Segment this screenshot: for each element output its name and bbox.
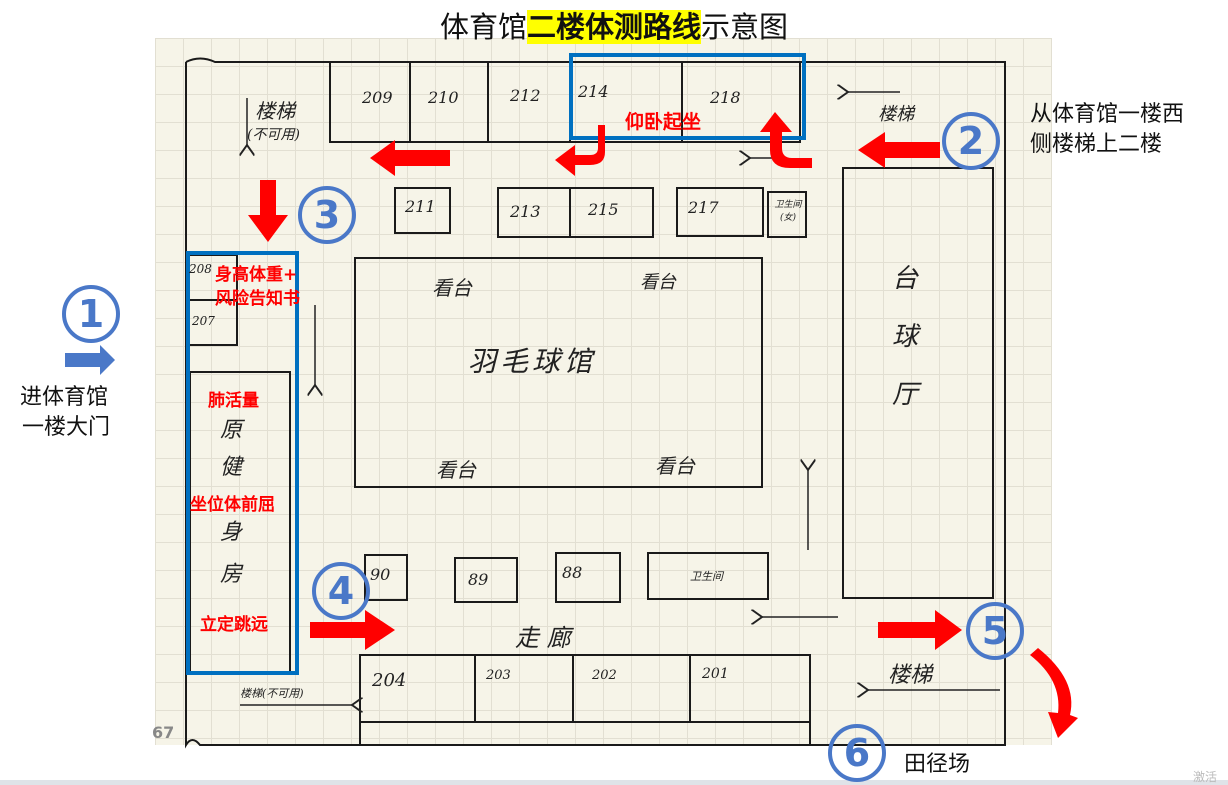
station-situps: 仰卧起坐 xyxy=(625,111,702,133)
room-213: 213 xyxy=(510,202,541,221)
stairs-note: 从体育馆一楼西侧楼梯上二楼 xyxy=(1030,102,1185,157)
station-height-weight: 身高体重+ xyxy=(215,265,298,285)
room-89: 89 xyxy=(468,570,489,589)
station-risk-notice: 风险告知书 xyxy=(215,289,300,309)
station-lung-capacity: 肺活量 xyxy=(208,391,259,411)
old-gym-char: 健 xyxy=(219,455,242,480)
stands-label: 看台 xyxy=(640,272,676,293)
old-gym-char: 原 xyxy=(219,418,242,443)
room-208: 208 xyxy=(189,262,212,276)
walking-arrows xyxy=(240,92,1000,705)
restroom: 卫生间 xyxy=(690,570,723,583)
room-90: 90 xyxy=(370,565,391,584)
step-1-marker: 1 xyxy=(62,285,120,343)
station-long-jump: 立定跳远 xyxy=(200,615,268,635)
station-boxes xyxy=(186,53,806,675)
bottom-bar xyxy=(0,780,1228,785)
room-212: 212 xyxy=(510,86,541,105)
step-3-marker: 3 xyxy=(298,186,356,244)
restroom-female: 卫生间(女) xyxy=(774,200,802,223)
destination-label: 田径场 xyxy=(904,752,971,777)
room-218: 218 xyxy=(710,88,741,107)
badminton-hall-label: 羽毛球馆 xyxy=(468,345,597,378)
step-6-marker: 6 xyxy=(828,724,886,782)
room-210: 210 xyxy=(428,88,459,107)
stands-label: 看台 xyxy=(436,458,476,482)
diagram-title: 体育馆二楼体测路线示意图 xyxy=(439,10,789,44)
room-217: 217 xyxy=(688,198,719,217)
room-209: 209 xyxy=(362,88,393,107)
old-gym-char: 房 xyxy=(219,562,242,587)
stands-label: 看台 xyxy=(655,454,695,478)
room-215: 215 xyxy=(588,200,619,219)
room-203: 203 xyxy=(486,668,511,683)
entrance-arrow xyxy=(65,345,115,375)
room-211: 211 xyxy=(405,197,436,216)
old-gym-char: 身 xyxy=(219,520,242,545)
stairs-bottom-left: 楼梯(不可用) xyxy=(240,687,304,700)
stands-label: 看台 xyxy=(432,276,472,300)
room-88: 88 xyxy=(562,563,583,582)
step-2-marker: 2 xyxy=(942,112,1000,170)
watermark: 激活 xyxy=(1193,770,1218,784)
room-201: 201 xyxy=(702,666,729,682)
station-sit-reach: 坐位体前屈 xyxy=(190,495,275,515)
room-214: 214 xyxy=(578,82,609,101)
corridor-label: 走 廊 xyxy=(515,624,571,652)
room-202: 202 xyxy=(592,668,617,683)
step-4-marker: 4 xyxy=(312,562,370,620)
stairs-bottom-right: 楼梯 xyxy=(888,663,933,688)
room-207: 207 xyxy=(192,314,215,328)
step-5-marker: 5 xyxy=(966,602,1024,660)
stairs-top-left: 楼梯(不可用) xyxy=(247,99,300,143)
room-204: 204 xyxy=(372,670,407,691)
start-note: 进体育馆一楼大门 xyxy=(20,385,111,440)
page-number: 67 xyxy=(152,723,175,742)
stairs-top-right: 楼梯 xyxy=(878,104,914,125)
billiards-label: 台球厅 xyxy=(892,264,919,410)
route-arrows xyxy=(248,112,1078,738)
